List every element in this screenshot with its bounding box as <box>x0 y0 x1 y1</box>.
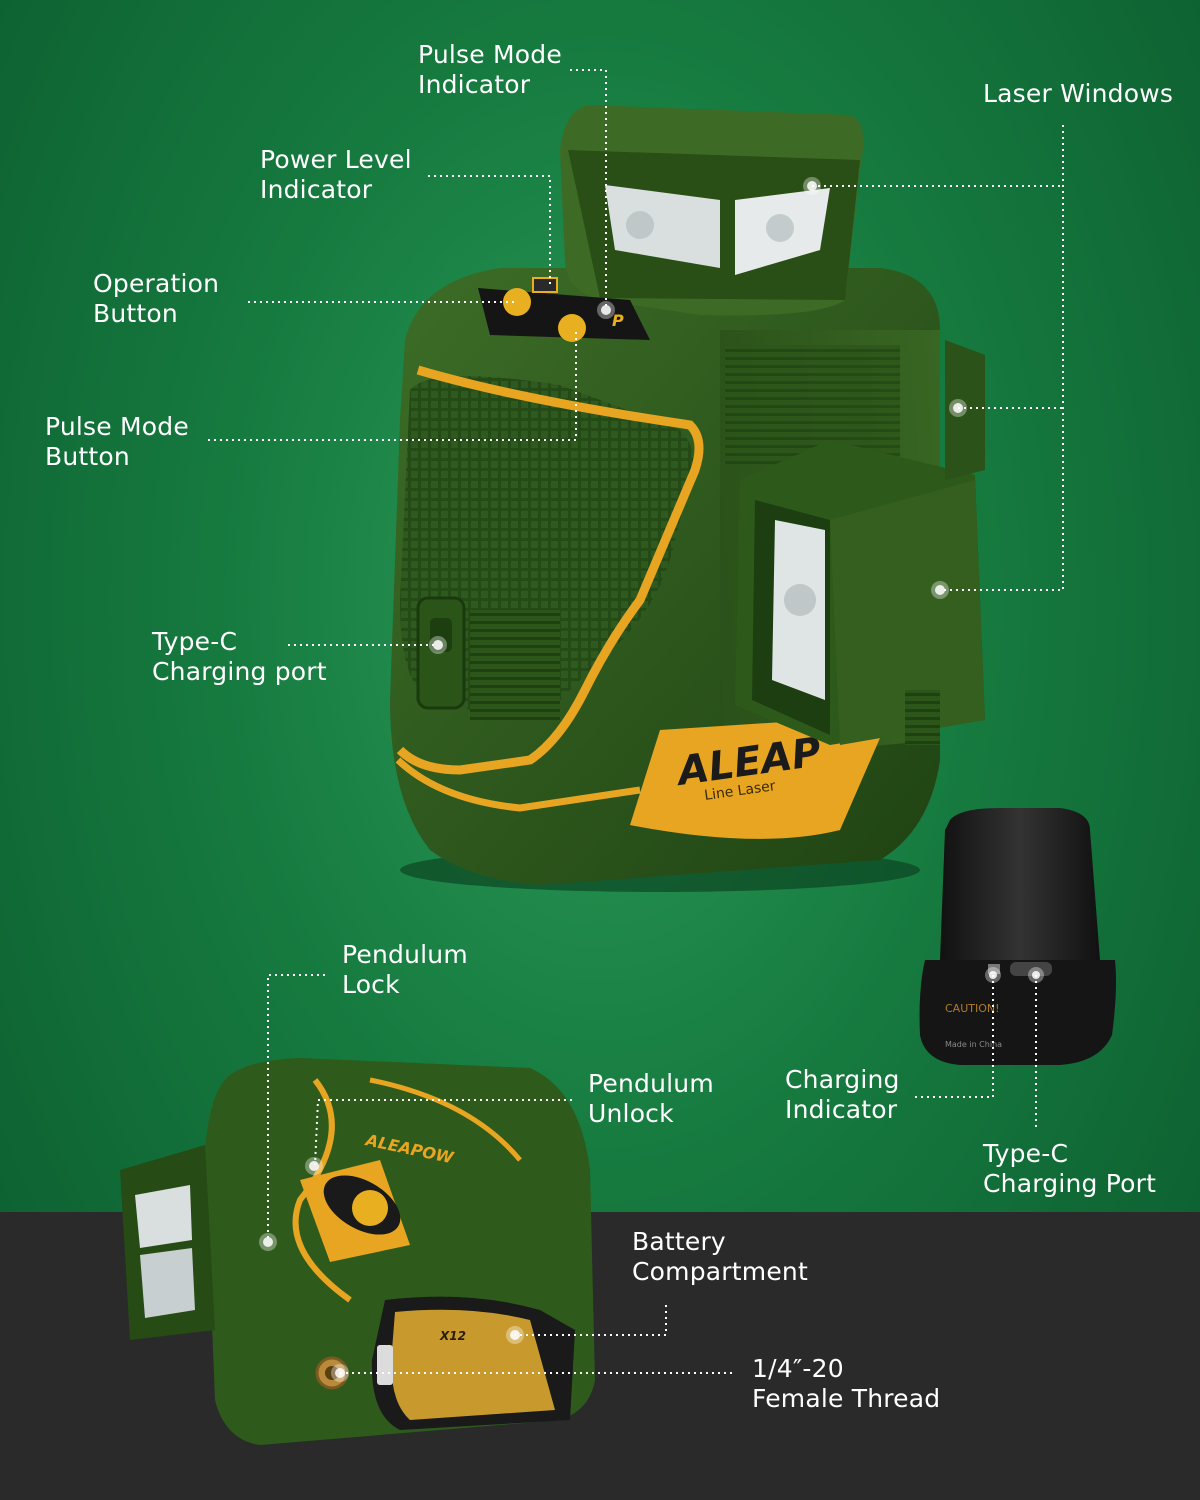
bottom-model-text: X12 <box>439 1329 466 1343</box>
label-operation-button: Operation Button <box>93 269 220 328</box>
battery-pack: CAUTION! Made in China <box>919 808 1116 1065</box>
label-pendulum-unlock: Pendulum Unlock <box>588 1069 714 1128</box>
leader-charging-indicator <box>915 975 994 1098</box>
label-type-c-charging-port: Type-C Charging port <box>152 627 327 686</box>
leader-pendulum-unlock <box>314 1099 572 1166</box>
laser-level-main: P ALEAP Line Laser <box>390 105 985 892</box>
leader-pendulum-lock <box>267 974 325 1240</box>
leader-lines <box>208 69 1064 1374</box>
callout-dots <box>259 177 1044 1382</box>
pulse-button-label: P <box>612 311 624 330</box>
leader-laser-windows-main <box>940 125 1064 591</box>
label-pulse-mode-indicator: Pulse Mode Indicator <box>418 40 562 99</box>
label-female-thread: 1/4″-20 Female Thread <box>752 1354 941 1413</box>
leader-battery-compartment <box>515 1305 667 1336</box>
leader-power-level <box>428 175 551 285</box>
label-laser-windows: Laser Windows <box>983 79 1174 108</box>
label-battery-compartment: Battery Compartment <box>632 1227 808 1286</box>
battery-caution-text: CAUTION! <box>945 1002 1000 1015</box>
laser-level-bottom-view: ALEAPOW X12 <box>120 1058 595 1445</box>
label-power-level-indicator: Power Level Indicator <box>260 145 412 204</box>
label-charging-indicator: Charging Indicator <box>785 1065 900 1124</box>
battery-origin-text: Made in China <box>945 1040 1002 1049</box>
leader-pulse-mode-button <box>208 330 577 441</box>
label-battery-type-c-port: Type-C Charging Port <box>983 1139 1157 1198</box>
label-pendulum-lock: Pendulum Lock <box>342 940 468 999</box>
leader-pulse-mode-indicator <box>570 69 607 308</box>
label-pulse-mode-button: Pulse Mode Button <box>45 412 189 471</box>
